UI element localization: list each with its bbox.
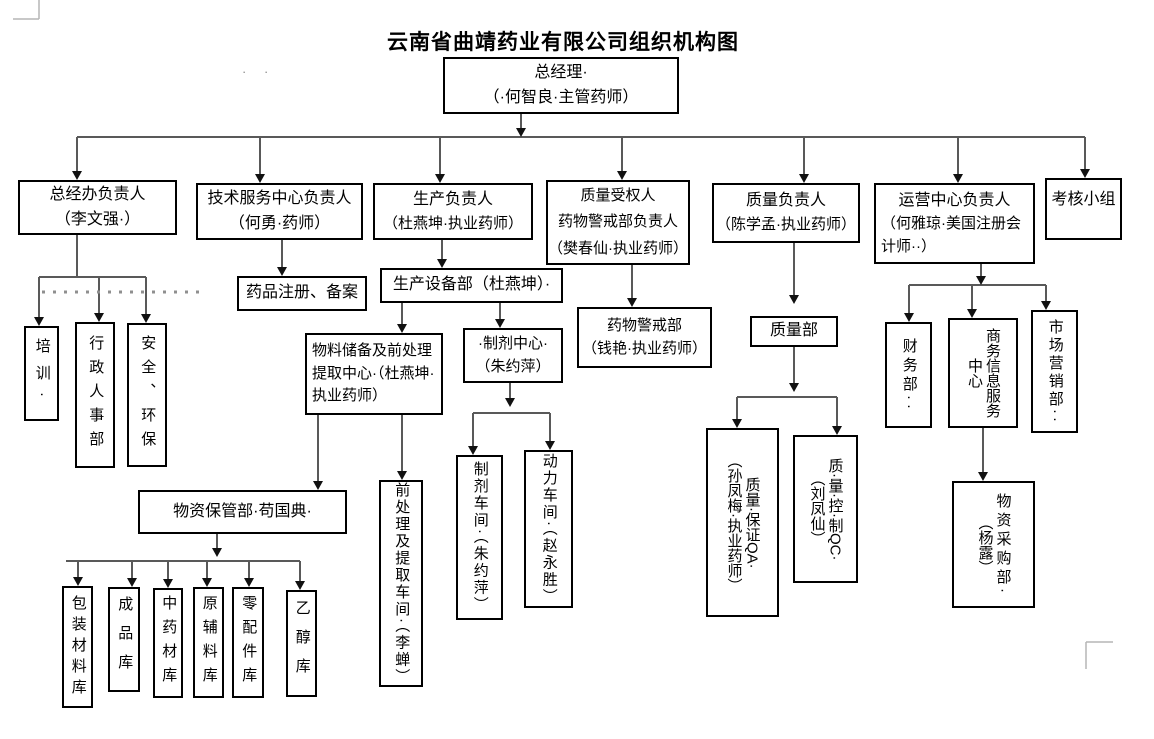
- node-training: 培训·: [24, 326, 59, 421]
- node-raw-auxiliary-material-warehouse: 原辅料库: [193, 587, 224, 698]
- node-material-purchasing-dept: 物资采购部· （杨露）: [952, 481, 1035, 608]
- node-assessment-team: 考核小组: [1045, 178, 1122, 240]
- node-label: 技术服务中心负责人: [207, 189, 352, 207]
- node-production-equipment-dept: 生产设备部（杜燕坤）·: [380, 268, 563, 303]
- node-label: 质量负责人: [745, 192, 826, 210]
- node-label: 物料储备及前处理提取中心·（杜燕坤·执业药师）: [312, 342, 435, 405]
- node-label2: 药物警戒部负责人: [557, 213, 678, 231]
- node-operations-head: 运营中心负责人 （何雅琼·美国注册会计师··）: [874, 183, 1035, 264]
- node-safety-environment: 安全、环保: [127, 323, 167, 467]
- node-sublabel: （樊春仙·执业药师）: [548, 239, 688, 257]
- node-material-storage-pretreatment-center: 物料储备及前处理提取中心·（杜燕坤·执业药师）: [305, 333, 443, 415]
- node-label: 物资保管部·苟国典·: [173, 502, 312, 520]
- node-sublabel: （朱约萍）: [475, 357, 551, 375]
- node-quality-authorized-person: 质量受权人 药物警戒部负责人 （樊春仙·执业药师）: [546, 180, 690, 265]
- node-sublabel: （杜燕坤·执业药师）: [383, 214, 523, 232]
- node-pharmacovigilance-dept: 药物警戒部 （钱艳·执业药师）: [577, 307, 712, 368]
- node-sublabel: （刘凤仙）: [808, 471, 826, 547]
- node-label: 原辅料库: [200, 594, 218, 691]
- node-general-manager: 总经理· （·何智良·主管药师）: [443, 57, 679, 114]
- node-business-info-service-center: 商务信息服务 中心: [948, 318, 1018, 428]
- node-sublabel: （陈学孟·执业药师）: [716, 216, 856, 234]
- node-sublabel: （何雅琼·美国注册会计师··）: [881, 215, 1021, 255]
- node-label: 质量·保证QA·: [743, 476, 761, 569]
- node-label: 考核小组: [1051, 191, 1116, 208]
- node-label: 生产负责人: [412, 190, 493, 208]
- node-label: 商务信息服务: [984, 328, 1001, 418]
- node-finished-goods-warehouse: 成品库: [108, 587, 140, 692]
- node-label: 运营中心负责人: [898, 191, 1011, 209]
- node-label: 药物警戒部: [606, 317, 682, 334]
- node-label: 生产设备部（杜燕坤）·: [392, 276, 551, 294]
- node-label: 总经办负责人: [49, 185, 146, 203]
- node-sublabel: （何勇·药师）: [228, 214, 331, 232]
- node-power-workshop: 动力车间·（赵永胜）: [524, 450, 573, 608]
- node-label: 质量受权人: [580, 187, 656, 205]
- node-label: 动力车间·（赵永胜）: [540, 452, 558, 606]
- node-tech-service-head: 技术服务中心负责人 （何勇·药师）: [196, 183, 363, 240]
- node-label: 市场营销部··: [1046, 318, 1064, 425]
- node-ethanol-warehouse: 乙醇库: [286, 590, 317, 697]
- node-label: 成品库: [116, 596, 134, 683]
- node-drug-registration: 药品注册、备案: [237, 276, 367, 311]
- node-quality-control-qc: 质·量·控·制QC· （刘凤仙）: [793, 435, 858, 583]
- node-label: 中药材库: [160, 595, 178, 691]
- node-label-columns: 质量·保证QA· （孙凤梅·执业药师）: [725, 453, 761, 593]
- node-finance-dept: 财务部··: [885, 322, 932, 428]
- node-label: 制剂车间·（朱约萍）: [471, 461, 489, 614]
- node-label-columns: 商务信息服务 中心: [965, 328, 1001, 418]
- node-quality-assurance-qa: 质量·保证QA· （孙凤梅·执业药师）: [706, 428, 779, 617]
- connector-solid-lines: [38, 113, 1086, 582]
- page-title: 云南省曲靖药业有限公司组织机构图: [387, 31, 739, 54]
- node-material-storage-dept: 物资保管部·苟国典·: [138, 490, 347, 534]
- node-marketing-dept: 市场营销部··: [1031, 310, 1078, 433]
- node-label: 前处理及提取车间·（李蝉）: [393, 482, 411, 686]
- formatting-marks: · ·: [242, 64, 276, 79]
- node-label-columns: 物资采购部· （杨露）: [976, 493, 1012, 597]
- node-quality-dept: 质量部: [750, 316, 838, 347]
- node-label2: 中心: [966, 358, 983, 388]
- node-packaging-material-warehouse: 包装材料库: [62, 586, 93, 708]
- node-label: 安全、环保: [139, 335, 157, 455]
- node-quality-head: 质量负责人 （陈学孟·执业药师）: [712, 183, 860, 243]
- node-label: 物资采购部·: [994, 492, 1012, 597]
- node-sublabel: （钱艳·执业药师）: [582, 339, 707, 357]
- node-label: 包装材料库: [69, 594, 87, 700]
- node-label: 药品注册、备案: [245, 284, 358, 302]
- node-preparation-center: ·制剂中心· （朱约萍）: [463, 328, 563, 383]
- node-sublabel: （杨露）: [976, 514, 994, 575]
- node-admin-hr-dept: 行政人事部: [75, 322, 115, 468]
- node-label: 零配件库: [240, 594, 258, 691]
- node-label: 培训·: [33, 338, 51, 409]
- node-spare-parts-warehouse: 零配件库: [232, 587, 264, 698]
- node-sublabel: （·何智良·主管药师）: [483, 88, 639, 106]
- crop-marks: [13, 0, 1113, 669]
- node-label: 乙醇库: [293, 600, 311, 687]
- node-sublabel: （李文强·）: [54, 210, 141, 228]
- node-preparation-workshop: 制剂车间·（朱约萍）: [456, 455, 503, 620]
- node-pretreatment-extraction-workshop: 前处理及提取车间·（李蝉）: [379, 480, 423, 687]
- node-label: 财务部··: [900, 337, 918, 413]
- node-label: 行政人事部: [87, 335, 105, 455]
- node-label: ·制剂中心·: [478, 335, 548, 352]
- node-label: 质·量·控·制QC·: [826, 457, 844, 561]
- node-sublabel: （孙凤梅·执业药师）: [725, 452, 743, 593]
- node-label: 总经理·: [534, 63, 588, 81]
- node-label: 质量部: [769, 322, 818, 340]
- node-herbal-material-warehouse: 中药材库: [153, 588, 183, 698]
- arrowheads: [34, 128, 1090, 590]
- node-production-head: 生产负责人 （杜燕坤·执业药师）: [373, 183, 533, 240]
- node-label-columns: 质·量·控·制QC· （刘凤仙）: [808, 458, 844, 560]
- node-office-head: 总经办负责人 （李文强·）: [18, 180, 177, 235]
